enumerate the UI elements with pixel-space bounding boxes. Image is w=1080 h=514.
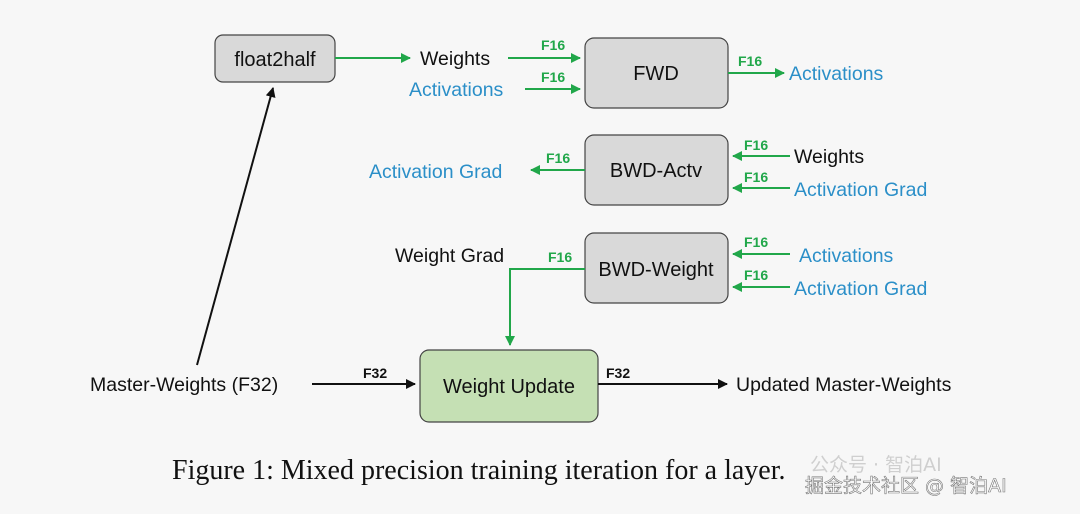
bwd-actv-label: BWD-Actv — [610, 160, 702, 182]
tag-f32-update-out: F32 — [606, 365, 630, 381]
watermark-line-1: 公众号 · 智泊AI — [810, 454, 942, 476]
label-updated-master-weights: Updated Master-Weights — [736, 374, 952, 396]
weight-update-box: Weight Update — [419, 349, 599, 423]
fwd-label: FWD — [633, 63, 679, 85]
tag-f16-weights-fwd: F16 — [541, 37, 565, 53]
tag-f16-weights-bwd: F16 — [744, 137, 768, 153]
bwd-actv-box: BWD-Actv — [584, 134, 729, 206]
label-weight-grad: Weight Grad — [395, 245, 504, 267]
tag-f16-activation-grad-bwd: F16 — [744, 169, 768, 185]
label-weights-fwd: Weights — [420, 48, 490, 70]
tag-f16-fwd-out: F16 — [738, 53, 762, 69]
tag-f16-weight-grad: F16 — [548, 249, 572, 265]
label-master-weights: Master-Weights (F32) — [90, 374, 278, 396]
label-activation-grad-out: Activation Grad — [369, 161, 502, 183]
tag-f16-bwd-actv-out: F16 — [546, 150, 570, 166]
figure-caption: Figure 1: Mixed precision training itera… — [172, 455, 786, 486]
tag-f32-master-in: F32 — [363, 365, 387, 381]
tag-f16-activations-bwd-weight: F16 — [744, 234, 768, 250]
float2half-box: float2half — [214, 34, 336, 83]
weight-update-label: Weight Update — [443, 376, 575, 398]
arrow-master-weights-to-float2half — [196, 87, 276, 366]
float2half-label: float2half — [234, 49, 316, 71]
bwd-weight-label: BWD-Weight — [598, 259, 714, 281]
tag-f16-activations-fwd: F16 — [541, 69, 565, 85]
label-activation-grad-bwd-actv-in: Activation Grad — [794, 179, 927, 201]
label-activations-fwd-out: Activations — [789, 63, 884, 85]
label-activations-fwd-in: Activations — [409, 79, 504, 101]
bwd-weight-box: BWD-Weight — [584, 232, 729, 304]
label-activations-bwd-weight-in: Activations — [799, 245, 894, 267]
label-weights-bwd: Weights — [794, 146, 864, 168]
tag-f16-activation-grad-bwd-weight: F16 — [744, 267, 768, 283]
arrow-bwd-weight-to-weight-update — [505, 268, 585, 346]
label-activation-grad-bwd-weight-in: Activation Grad — [794, 278, 927, 300]
fwd-box: FWD — [584, 37, 729, 109]
watermark-line-2: 掘金技术社区 @ 智泊AI — [805, 475, 1007, 497]
